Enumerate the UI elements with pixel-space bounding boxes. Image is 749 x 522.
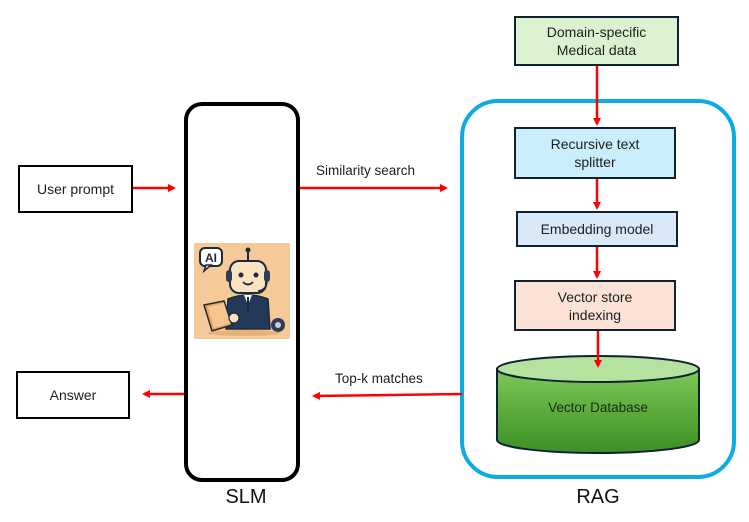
domain-data-label-line1: Domain-specific (546, 24, 647, 40)
cylinder-body (496, 368, 700, 454)
user-prompt-node[interactable]: User prompt (18, 165, 133, 213)
arrow-topk-matches (312, 391, 463, 400)
user-prompt-label: User prompt (36, 181, 115, 197)
answer-node[interactable]: Answer (16, 371, 130, 419)
slm-title: SLM (225, 486, 267, 508)
vector-database-node[interactable] (496, 355, 700, 454)
rag-title: RAG (576, 486, 620, 508)
vector-store-label-line2: indexing (568, 306, 622, 323)
embedding-model-node[interactable]: Embedding model (516, 211, 678, 247)
embedding-model-label: Embedding model (540, 221, 654, 237)
domain-data-label-line2: Medical data (556, 42, 637, 58)
topk-matches-label: Top-k matches (335, 371, 423, 386)
similarity-search-label: Similarity search (316, 163, 416, 178)
answer-label: Answer (49, 387, 97, 403)
vector-store-node[interactable]: Vector store indexing (514, 280, 676, 331)
text-splitter-label-line2: splitter (574, 154, 616, 170)
vector-store-label-line1: Vector store (557, 288, 633, 305)
robot-reading-book-icon: AI (194, 243, 290, 339)
vector-database-label: Vector Database (548, 400, 648, 415)
ai-badge-text: AI (205, 251, 217, 265)
text-splitter-node[interactable]: Recursive text splitter (514, 127, 676, 179)
text-splitter-label-line1: Recursive text (550, 136, 640, 152)
domain-data-node[interactable]: Domain-specific Medical data (514, 16, 679, 66)
